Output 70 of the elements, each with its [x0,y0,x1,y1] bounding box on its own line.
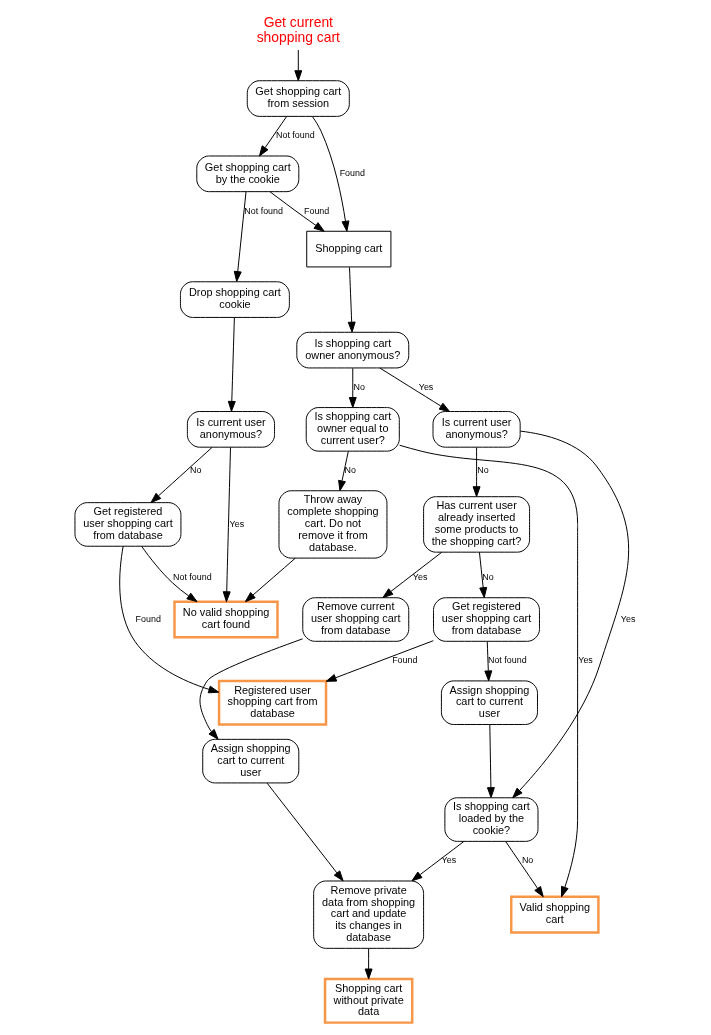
arrow [472,446,481,498]
node-box: Is current user anonymous? [432,411,521,448]
node-box: Assign shopping cart to current user [440,680,538,725]
arrow [348,367,357,408]
arrow [382,551,443,599]
arrow [222,446,231,603]
arrow [150,446,213,504]
arrow [505,841,544,898]
arrow [399,444,579,898]
edge-label: No [482,572,494,583]
edge-label: Yes [229,518,245,529]
arrow [233,191,247,282]
node-box: Registered user shopping cart from database [217,679,328,726]
arrow [484,640,493,682]
edge-label: Yes [418,381,434,392]
node-box: Is current user anonymous? [186,411,276,448]
node-box: No valid shopping cart found [173,600,279,639]
edge-label: Yes [441,855,457,866]
node-box: Get shopping cart by the cookie [196,155,300,193]
arrow [269,191,325,232]
arrow [141,545,198,603]
node-box: Shopping cart [306,230,392,268]
arrow [311,116,350,232]
node-box: Shopping cart without private data [323,977,414,1024]
edge-label: Found [135,613,161,624]
node-text: Get current shopping cart [256,14,340,46]
node-box: Throw away complete shopping cart. Do not remove it from database. [278,490,388,559]
edge-label: Not found [487,655,527,666]
arrow [199,638,304,740]
node-box: Is shopping cart loaded by the cookie? [444,797,539,842]
edge-label: No [353,381,365,392]
arrow [227,317,236,412]
edge-label: No [477,465,489,476]
node-box: Get registered user shopping cart from database [433,597,540,642]
node-box: Remove private data from shopping cart and update its changes in database [313,880,425,949]
edge-label: Not found [276,130,315,141]
edge-label: No [521,855,534,866]
node-box: Has current user already inserted some products to the shopping cart? [423,496,531,553]
edge-label: Yes [578,655,593,666]
arrow [258,116,288,157]
arrow [347,266,356,333]
node-box: Drop shopping cart cookie [179,281,290,318]
edge-label: Found [303,205,330,216]
edge-label: Yes [620,613,636,624]
node-box: Assign shopping cart to current user [202,738,300,784]
edge-label: Yes [412,572,428,583]
arrow [486,724,495,799]
edge-label: Found [339,168,365,178]
arrow [379,367,450,412]
node-box: Get registered user shopping cart from database [74,502,182,547]
edge-label: No [190,465,202,476]
node-box: Remove current user shopping cart from database [302,597,410,642]
arrow [266,782,344,882]
arrow [338,450,349,492]
arrow [294,49,303,82]
node-box: Get shopping cart from session [246,80,350,117]
edge-label: Found [392,655,418,666]
arrow [244,557,296,603]
arrow [512,430,630,799]
arrow [411,840,465,882]
edge-label: Not found [244,205,283,216]
arrow [325,640,434,682]
edge-label: No [344,465,356,476]
node-box: Valid shopping cart [510,895,600,934]
arrow [364,947,373,980]
edge-label: Not found [173,572,212,583]
arrow [478,551,488,599]
node-box: Is shopping cart owner anonymous? [296,331,410,369]
node-box: Is shopping cart owner equal to current user? [305,407,400,452]
arrow [119,545,220,694]
